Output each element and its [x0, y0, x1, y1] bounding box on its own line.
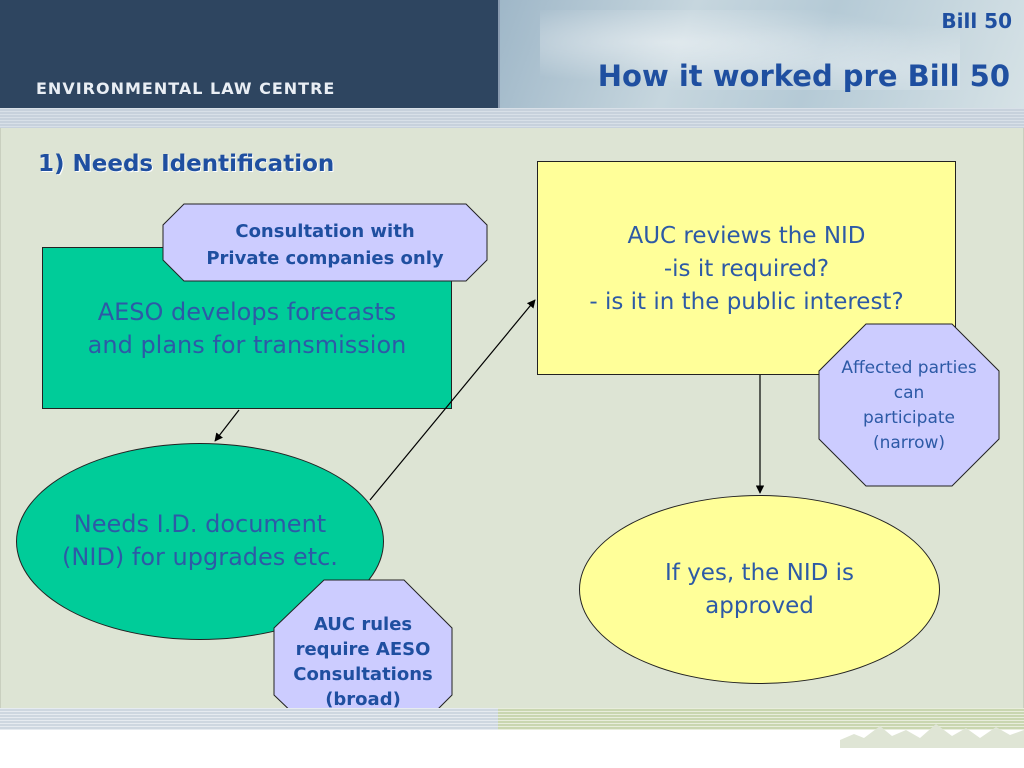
- callout-line: Consultations: [293, 664, 433, 685]
- aeso-text-line: and plans for transmission: [87, 331, 407, 359]
- mountains-decoration: [840, 724, 1024, 748]
- header-divider: [498, 0, 500, 108]
- aeso-forecast-text: AESO develops forecasts and plans for tr…: [42, 296, 452, 362]
- callout-line: AUC rules: [313, 614, 413, 635]
- header-banner-left: [0, 0, 498, 108]
- callout-line: require AESO: [295, 639, 431, 660]
- nid-approved-text: If yes, the NID is approved: [579, 557, 940, 623]
- callout-auc-rules: AUC rules require AESO Consultations (br…: [275, 612, 451, 712]
- aeso-text-line: AESO develops forecasts: [97, 298, 397, 326]
- arrow-nid-to-auc: [369, 299, 536, 501]
- footer-stripe-right: [498, 708, 1024, 730]
- callout-line: Consultation with: [235, 221, 415, 242]
- slide-title: How it worked pre Bill 50: [597, 59, 1010, 93]
- nid-text-line: Needs I.D. document: [73, 510, 327, 538]
- approved-text-line: If yes, the NID is: [665, 560, 854, 586]
- header-sky-texture: [540, 10, 960, 90]
- header-banner-right: [500, 0, 1024, 108]
- auc-review-text: AUC reviews the NID -is it required? - i…: [537, 220, 956, 319]
- callout-line: (narrow): [872, 433, 946, 453]
- nid-approved-ellipse: [579, 495, 940, 684]
- arrow-aeso-to-nid: [214, 409, 240, 442]
- callout-private-consultation: Consultation with Private companies only: [165, 218, 485, 272]
- auc-text-line: - is it in the public interest?: [589, 289, 904, 315]
- callout-line: (broad): [325, 689, 401, 710]
- callout-line: Private companies only: [206, 248, 444, 269]
- auc-text-line: AUC reviews the NID: [627, 223, 866, 249]
- callout-affected-parties: Affected parties can participate (narrow…: [818, 356, 1000, 456]
- approved-text-line: approved: [705, 593, 814, 619]
- footer-stripe-left: [0, 708, 498, 730]
- nid-text-line: (NID) for upgrades etc.: [62, 543, 338, 571]
- bill-label: Bill 50: [941, 9, 1012, 33]
- organization-name: ENVIRONMENTAL LAW CENTRE: [36, 79, 336, 98]
- callout-line: participate: [863, 408, 955, 428]
- header-stripe-band: [0, 108, 1024, 128]
- callout-private-consultation-shape: [162, 203, 488, 282]
- auc-text-line: -is it required?: [663, 256, 830, 282]
- callout-line: can: [893, 383, 925, 403]
- callout-line: Affected parties: [841, 358, 977, 378]
- nid-document-text: Needs I.D. document (NID) for upgrades e…: [16, 508, 384, 574]
- section-title: 1) Needs Identification: [38, 151, 335, 177]
- callout-affected-parties-shape: [818, 323, 1000, 487]
